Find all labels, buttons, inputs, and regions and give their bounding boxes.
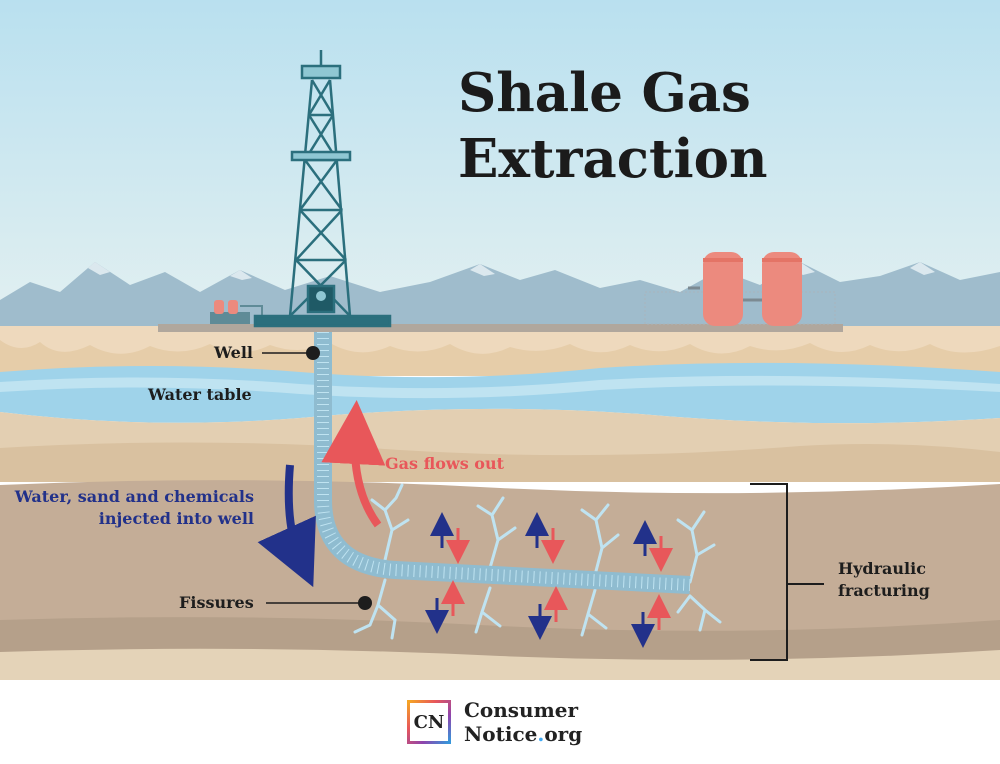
label-gas-flows-out: Gas flows out bbox=[385, 454, 504, 473]
title-line-2: Extraction bbox=[458, 128, 768, 190]
logo-wordmark: Consumer Notice.org bbox=[464, 698, 582, 746]
pump-equipment bbox=[210, 300, 263, 324]
logo-dot: . bbox=[537, 722, 545, 746]
label-hydraulic-line-2: fracturing bbox=[838, 581, 930, 600]
callout-well bbox=[262, 346, 320, 360]
label-hydraulic-line-1: Hydraulic bbox=[838, 559, 926, 578]
well-pipe-inner bbox=[317, 332, 691, 591]
label-fissures: Fissures bbox=[179, 593, 254, 612]
injection-arrow bbox=[257, 464, 316, 588]
logo-line-2: Notice.org bbox=[464, 722, 582, 746]
water-highlight bbox=[0, 375, 1000, 399]
label-injected: Water, sand and chemicals injected into … bbox=[8, 486, 254, 530]
title-line-1: Shale Gas bbox=[458, 62, 751, 124]
fissures bbox=[353, 483, 722, 640]
storage-tanks bbox=[644, 252, 836, 326]
label-injected-line-1: Water, sand and chemicals bbox=[14, 487, 254, 506]
logo-notice: Notice bbox=[464, 722, 538, 746]
middle-soil-band bbox=[0, 442, 1000, 482]
footer bbox=[0, 680, 1000, 764]
drilling-derrick bbox=[253, 50, 392, 328]
hydraulic-bracket bbox=[750, 483, 824, 661]
label-well: Well bbox=[214, 343, 253, 362]
logo-line-1: Consumer bbox=[464, 698, 579, 722]
logo-mark: CN bbox=[407, 700, 451, 744]
label-hydraulic-fracturing: Hydraulic fracturing bbox=[838, 558, 930, 602]
label-water-table: Water table bbox=[148, 385, 252, 404]
gas-arrow bbox=[321, 400, 386, 528]
ground-pad bbox=[158, 324, 843, 332]
pressure-arrows bbox=[425, 512, 673, 648]
diagram-scene bbox=[0, 0, 1000, 680]
page-title: Shale Gas Extraction bbox=[458, 60, 768, 192]
bottom-soil bbox=[0, 648, 1000, 680]
logo-org: org bbox=[544, 722, 583, 746]
callout-fissures bbox=[266, 596, 372, 610]
label-injected-line-2: injected into well bbox=[98, 509, 254, 528]
